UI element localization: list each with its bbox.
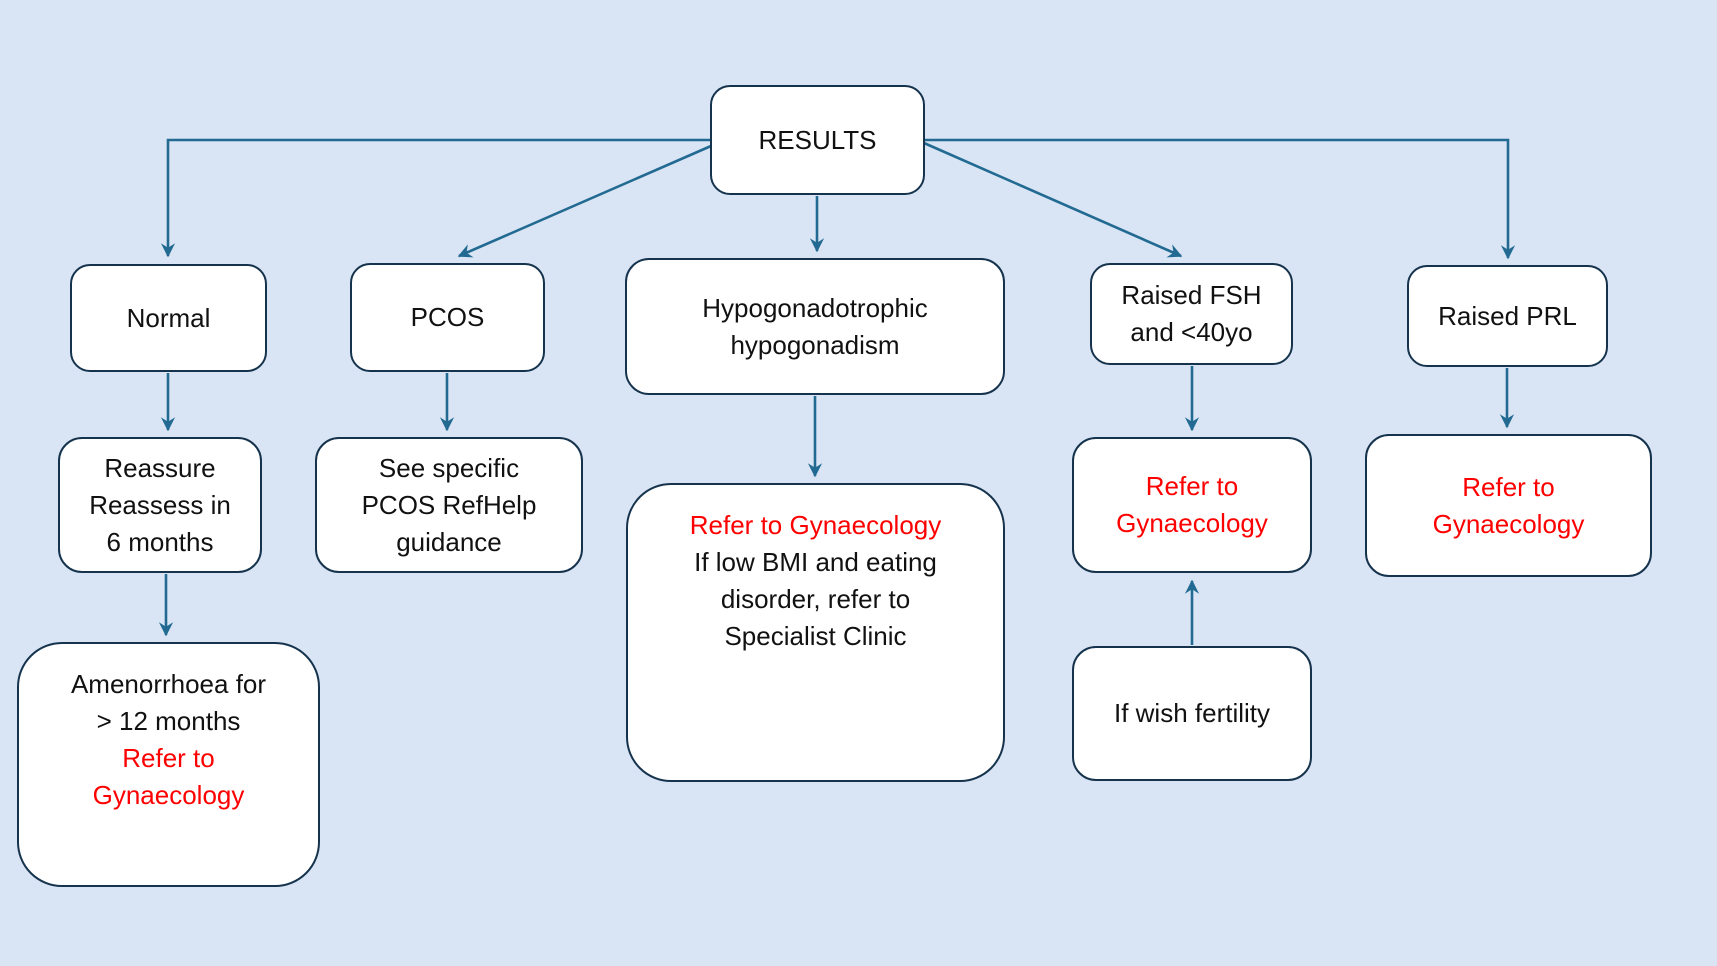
node-hypogonadism-line1: Hypogonadotrophic <box>702 292 928 323</box>
node-refer-mid-line3: disorder, refer to <box>720 584 911 614</box>
node-amenorrhoea: Amenorrhoea for > 12 months Refer to Gyn… <box>17 642 320 887</box>
arrow-results-to-normal <box>160 138 710 258</box>
node-refer-mid-line2: If low BMI and eating <box>694 547 937 577</box>
node-raised-prl: Raised PRL <box>1407 265 1608 367</box>
node-fertility-label: If wish fertility <box>1113 698 1271 728</box>
node-refer-gynaecology-fsh: Refer to Gynaecology <box>1072 437 1312 573</box>
node-normal: Normal <box>70 264 267 372</box>
node-pcos-label: PCOS <box>410 302 485 332</box>
node-reassure-line1: Reassure <box>104 452 216 483</box>
node-refer-fsh-line1: Refer to <box>1145 471 1239 501</box>
node-normal-label: Normal <box>126 302 211 333</box>
node-hypogonadism-line2: hypogonadism <box>730 329 900 360</box>
node-pcos-guidance-line2: PCOS RefHelp <box>361 489 537 520</box>
node-refer-fsh-line2: Gynaecology <box>1116 508 1268 538</box>
node-raised-fsh: Raised FSH and <40yo <box>1090 263 1293 365</box>
node-refer-prl-line2: Gynaecology <box>1432 508 1585 539</box>
node-pcos-guidance-line1: See specific <box>378 452 520 483</box>
node-results: RESULTS <box>710 85 925 195</box>
node-reassure: Reassure Reassess in 6 months <box>58 437 262 573</box>
node-refer-mid-line1: Refer to Gynaecology <box>689 510 942 540</box>
node-refer-gynaecology-mid: Refer to Gynaecology If low BMI and eati… <box>626 483 1005 782</box>
node-pcos-guidance-line3: guidance <box>396 526 502 557</box>
node-refer-gynaecology-prl: Refer to Gynaecology <box>1365 434 1652 577</box>
node-hypogonadism: Hypogonadotrophic hypogonadism <box>625 258 1005 395</box>
node-amenorrhoea-line3: Refer to <box>122 743 215 773</box>
node-results-label: RESULTS <box>758 124 877 155</box>
arrow-results-to-pcos <box>457 144 712 258</box>
node-raised-fsh-line1: Raised FSH <box>1121 280 1262 310</box>
arrow-results-to-raised-prl <box>925 138 1516 260</box>
node-refer-prl-line1: Refer to <box>1462 471 1555 502</box>
node-raised-prl-label: Raised PRL <box>1438 300 1577 331</box>
node-pcos-guidance: See specific PCOS RefHelp guidance <box>315 437 583 573</box>
arrow-results-to-raised-fsh <box>923 141 1183 258</box>
node-reassure-line2: Reassess in <box>89 489 231 520</box>
node-amenorrhoea-line2: > 12 months <box>96 706 241 736</box>
node-amenorrhoea-line1: Amenorrhoea for <box>70 669 267 699</box>
node-refer-mid-line4: Specialist Clinic <box>724 621 907 651</box>
node-pcos: PCOS <box>350 263 545 372</box>
node-if-wish-fertility: If wish fertility <box>1072 646 1312 781</box>
node-amenorrhoea-line4: Gynaecology <box>92 780 245 810</box>
node-reassure-line3: 6 months <box>106 526 214 557</box>
node-raised-fsh-line2: and <40yo <box>1130 317 1253 347</box>
